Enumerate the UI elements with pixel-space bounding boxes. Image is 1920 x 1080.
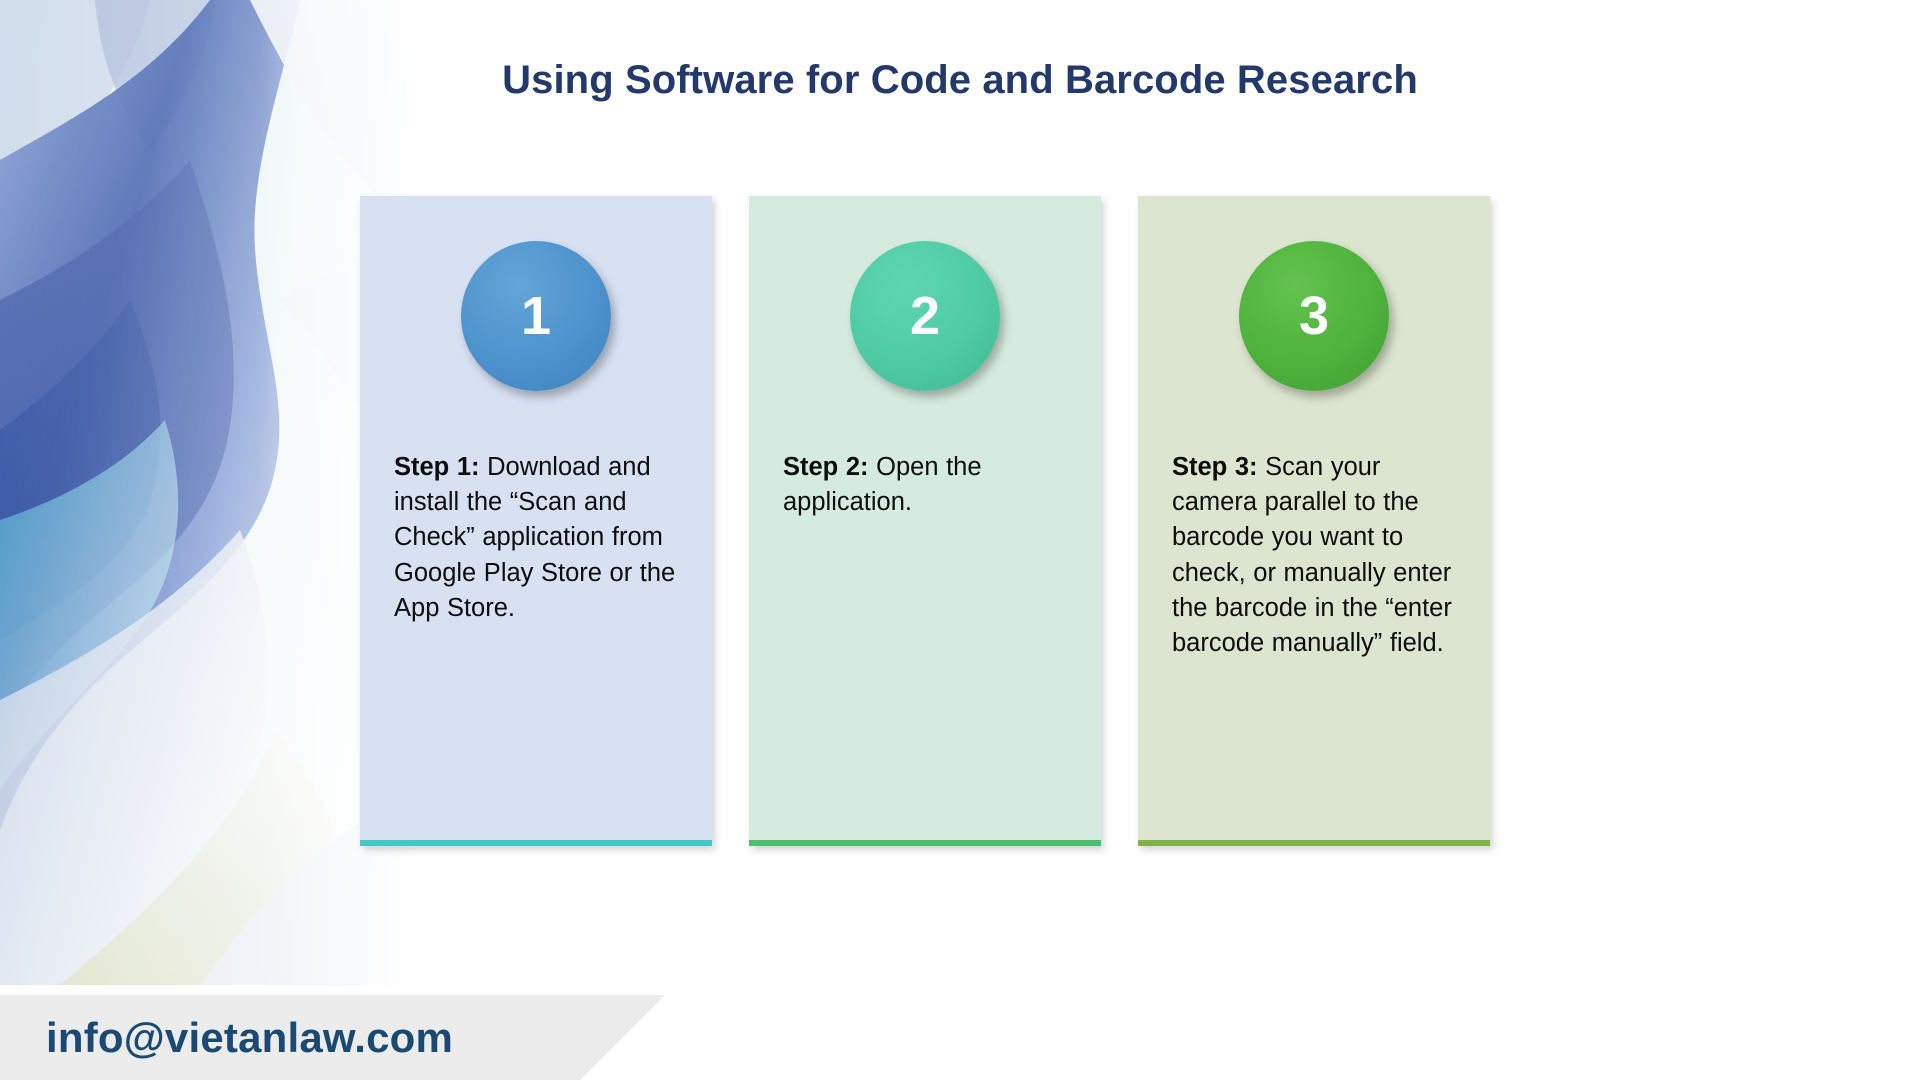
step-number-badge-1: 1 [461, 241, 611, 391]
abstract-wave-artwork-icon [0, 0, 420, 985]
step-badge-wrap-3: 3 [1138, 241, 1490, 391]
step-text-1: Download and install the “Scan and Check… [394, 453, 676, 622]
contact-email[interactable]: info@vietanlaw.com [46, 1013, 454, 1061]
step-badge-wrap-2: 2 [749, 241, 1101, 391]
step-card-3: 3 Step 3: Scan your camera parallel to t… [1138, 196, 1490, 846]
step-text-3: Scan your camera parallel to the barcode… [1172, 453, 1452, 657]
step-label-1: Step 1: [394, 453, 480, 481]
step-label-2: Step 2: [783, 453, 869, 481]
step-accent-bar-1 [360, 840, 712, 846]
step-accent-bar-2 [749, 840, 1101, 846]
step-number-badge-2: 2 [850, 241, 1000, 391]
page-title: Using Software for Code and Barcode Rese… [502, 58, 1418, 102]
step-description-1: Step 1: Download and install the “Scan a… [394, 450, 684, 626]
step-text-2: Open the application. [783, 453, 982, 517]
step-label-3: Step 3: [1172, 453, 1258, 481]
step-description-3: Step 3: Scan your camera parallel to the… [1172, 450, 1462, 661]
steps-container: 1 Step 1: Download and install the “Scan… [360, 196, 1490, 851]
step-number-badge-3: 3 [1239, 241, 1389, 391]
step-accent-bar-3 [1138, 840, 1490, 846]
step-card-1: 1 Step 1: Download and install the “Scan… [360, 196, 712, 846]
step-badge-wrap-1: 1 [360, 241, 712, 391]
step-description-2: Step 2: Open the application. [783, 450, 1073, 520]
step-card-2: 2 Step 2: Open the application. [749, 196, 1101, 846]
footer-banner: info@vietanlaw.com [0, 995, 665, 1080]
